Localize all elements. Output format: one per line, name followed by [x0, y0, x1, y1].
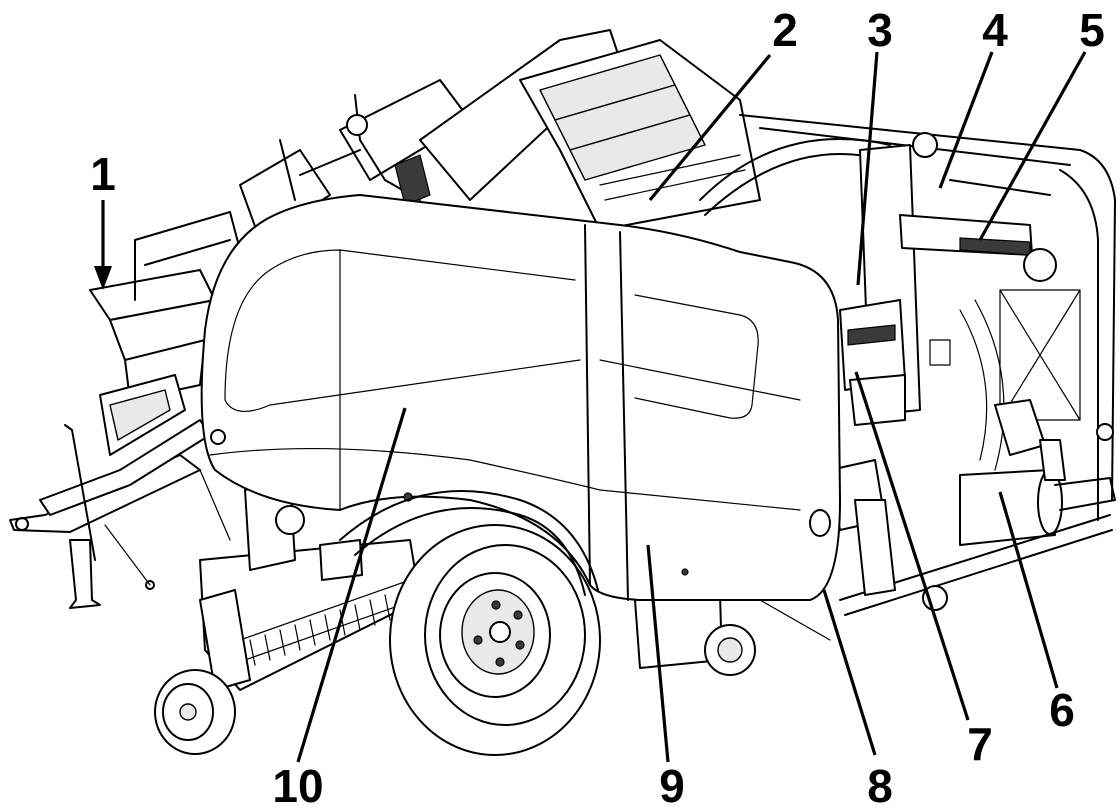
main-side-panel — [200, 194, 841, 601]
main-wheel — [389, 524, 601, 756]
callout-3: 3 — [867, 4, 893, 56]
twine-box-platform — [89, 211, 241, 456]
leader-line-8 — [822, 589, 877, 756]
leader-line-7 — [854, 371, 970, 721]
callout-9: 9 — [659, 760, 685, 808]
leader-line-5 — [978, 51, 1087, 241]
callout-7: 7 — [967, 718, 993, 770]
callout-2: 2 — [772, 4, 798, 56]
callout-6: 6 — [1049, 684, 1075, 736]
pickup-tines — [249, 594, 391, 666]
tailgate-rollers — [519, 39, 761, 231]
leader-arrowhead-1 — [94, 266, 112, 290]
leader-line-6 — [998, 491, 1059, 689]
leader-lines — [94, 51, 1087, 763]
callout-10: 10 — [272, 760, 323, 808]
callout-4: 4 — [982, 4, 1008, 56]
pickup-unit — [199, 469, 421, 691]
rear-roller-tube — [839, 399, 1116, 616]
callout-1: 1 — [90, 148, 116, 200]
control-box — [839, 299, 951, 426]
gauge-wheel — [154, 589, 251, 755]
callout-5: 5 — [1079, 4, 1105, 56]
lower-mechanics — [634, 459, 948, 676]
leader-line-3 — [856, 51, 879, 286]
leader-line-9 — [646, 544, 670, 763]
leader-line-4 — [938, 51, 994, 189]
leader-line-10 — [296, 407, 407, 763]
drawbar — [9, 419, 211, 609]
callout-8: 8 — [867, 760, 893, 808]
baler-line-art — [9, 29, 1116, 756]
wheel-fender — [339, 490, 599, 596]
leader-line-2 — [648, 53, 772, 202]
callout-labels: 1 2 3 4 5 6 7 8 9 10 — [90, 4, 1105, 808]
